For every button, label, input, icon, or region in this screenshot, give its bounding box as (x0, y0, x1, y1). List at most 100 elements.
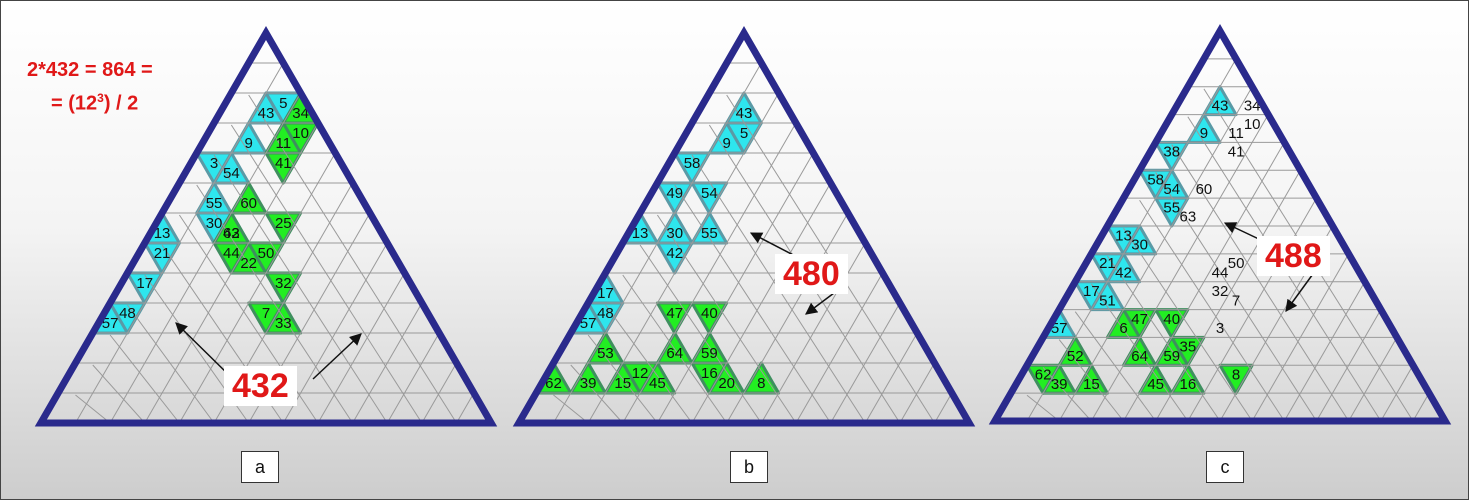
cell-number: 12 (632, 365, 649, 382)
cell-number: 3 (1216, 320, 1224, 337)
grid-line (196, 184, 354, 424)
cell-number: 13 (1115, 227, 1132, 244)
cell-number: 50 (1228, 255, 1245, 272)
grid-line (109, 334, 180, 424)
callout-c: 488 (1257, 236, 1330, 276)
formula-prefix: = (12 (51, 92, 98, 115)
cell-number: 11 (1228, 125, 1244, 142)
cell-number: 43 (258, 105, 275, 122)
caption-c: c (1206, 451, 1244, 483)
cell-number: 44 (223, 245, 240, 262)
cell-number: 30 (206, 215, 223, 232)
cell-number: 60 (1196, 181, 1213, 198)
panel-a: 4359354553042132117485734111041606322442… (34, 25, 498, 427)
grid-line (1155, 172, 1317, 422)
cell-number: 9 (1200, 125, 1208, 142)
grid-line (1187, 197, 1317, 422)
grid-line (1251, 253, 1350, 422)
cell-number: 55 (701, 225, 718, 242)
grid-line (1283, 281, 1366, 422)
grid-line (1026, 394, 1060, 422)
grid-line (622, 274, 728, 424)
grid-line (1090, 114, 1269, 422)
formula-exponent: 3 (97, 91, 104, 105)
grid-line (674, 184, 832, 424)
cell-number: 42 (1115, 264, 1132, 281)
cell-number: 17 (1083, 283, 1100, 300)
cell-number: 10 (292, 125, 309, 142)
cell-number: 64 (666, 345, 683, 362)
grid-line (456, 392, 475, 424)
cell-number: 7 (1232, 292, 1240, 309)
formula-suffix: ) / 2 (103, 92, 139, 115)
grid-line (899, 362, 935, 424)
cell-number: 11 (276, 135, 292, 152)
cell-number: 54 (1163, 181, 1180, 198)
grid-line (691, 182, 832, 424)
callout-a: 432 (224, 366, 297, 406)
grid-line (1074, 311, 1157, 422)
arrow (1223, 222, 1264, 242)
formula-line-1: 2*432 = 864 = (27, 59, 153, 81)
cell-number: 62 (1035, 367, 1052, 384)
cell-number: 30 (666, 225, 683, 242)
grid-line (1155, 170, 1301, 422)
grid-line (570, 364, 624, 424)
grid-line (1026, 58, 1237, 422)
grid-line (230, 124, 423, 424)
grid-line (795, 272, 883, 424)
cell-number: 10 (1244, 116, 1261, 133)
arrow (175, 322, 234, 380)
cell-number: 40 (701, 305, 718, 322)
cell-number: 5 (740, 125, 748, 142)
grid-line (144, 122, 319, 424)
cell-number: 17 (136, 275, 153, 292)
cell-number: 13 (632, 225, 649, 242)
cell-number: 59 (1163, 348, 1180, 365)
grid-line (864, 332, 918, 424)
cell-number: 5 (279, 95, 287, 112)
cell-number: 38 (1163, 144, 1180, 161)
triangle-outline (34, 25, 498, 427)
arrow (805, 292, 835, 315)
grid-line (1058, 339, 1124, 422)
grid-line (726, 212, 849, 424)
cell-number: 55 (1163, 199, 1180, 216)
cell-number: 21 (154, 245, 171, 262)
grid-line (352, 302, 423, 424)
grid-line (1058, 86, 1253, 422)
grid-line (760, 242, 866, 424)
cell-number: 21 (1099, 255, 1116, 272)
grid-line (1348, 337, 1398, 422)
grid-line (553, 62, 762, 424)
callout-b: 480 (775, 254, 848, 294)
cell-number: 15 (614, 375, 631, 392)
cell-number: 34 (292, 105, 309, 122)
grid-line (421, 362, 457, 424)
grid-line (639, 244, 762, 424)
grid-line (1316, 309, 1382, 422)
cell-number: 60 (240, 195, 257, 212)
cell-number: 54 (701, 185, 718, 202)
grid-line (317, 272, 405, 424)
cell-number: 49 (666, 185, 683, 202)
cell-number: 64 (1131, 348, 1148, 365)
cell-number: 41 (1228, 144, 1245, 161)
cell-number: 53 (597, 345, 614, 362)
cell-number: 9 (723, 135, 731, 152)
cell-number: 57 (580, 315, 597, 332)
cell-number: 43 (1212, 97, 1229, 114)
cell-number: 22 (240, 255, 257, 272)
cell-number: 16 (1179, 376, 1196, 393)
cell-number: 32 (275, 275, 292, 292)
grid-line (1412, 392, 1430, 422)
cell-number: 63 (1179, 209, 1196, 226)
cell-number: 47 (666, 305, 683, 322)
cell-number: 45 (649, 375, 666, 392)
caption-a: a (241, 451, 279, 483)
cell-number: 63 (223, 225, 240, 242)
